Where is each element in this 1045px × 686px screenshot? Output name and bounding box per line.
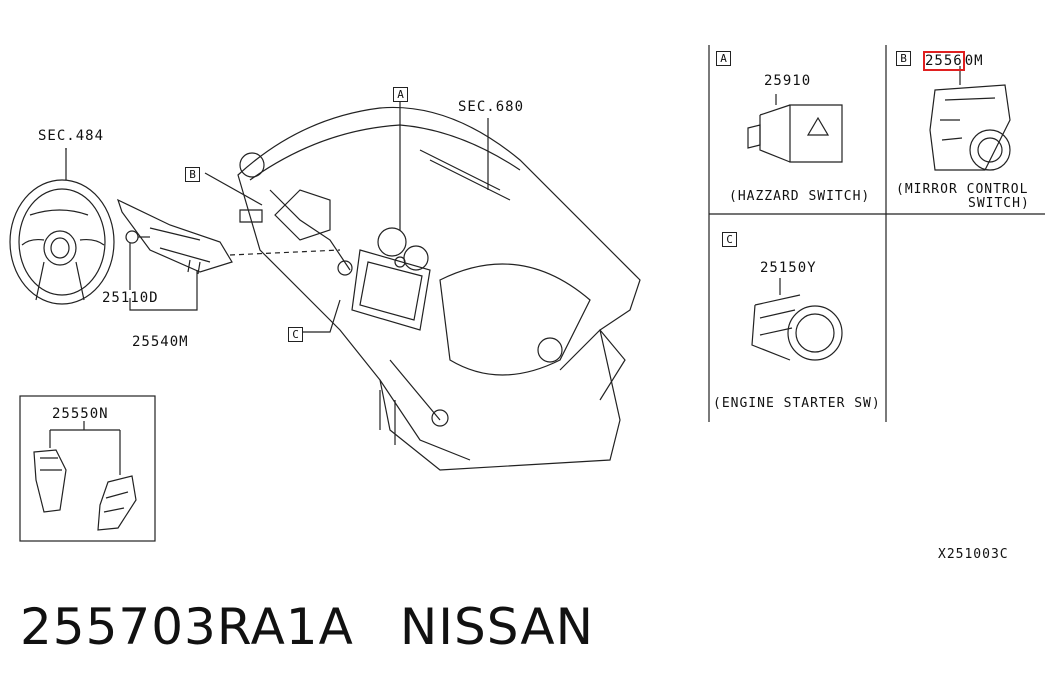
dashboard-drawing [237,106,641,471]
marker-b: B [185,167,200,182]
panel-a-caption: (HAZZARD SWITCH) [729,189,871,204]
marker-a: A [393,87,408,102]
combination-switch-drawing [116,198,341,275]
marker-c: C [288,327,303,342]
panel-c-tag: C [722,232,737,247]
sec-484-label: SEC.484 [38,128,105,144]
footer-brand: NISSAN [399,598,594,656]
sec-680-label: SEC.680 [458,99,525,115]
part-25540m-label: 25540M [132,334,189,350]
footer-part-number: 255703RA1A [20,598,354,656]
highlighted-part-number[interactable]: 2556 [923,51,965,71]
footer-title: 255703RA1A NISSAN [20,598,640,656]
mirror-control-switch-drawing [929,66,1011,171]
panel-a-part-number: 25910 [764,73,812,89]
diagram-code: X251003C [938,547,1009,562]
engine-starter-drawing [751,278,843,361]
part-suffix: 0M [964,53,984,69]
panel-a-tag: A [716,51,731,66]
panel-c-caption: (ENGINE STARTER SW) [713,396,881,411]
steering-wheel-drawing [9,148,115,305]
panel-c-part-number: 25150Y [760,260,817,276]
panel-b-tag: B [896,51,911,66]
panel-b-caption-line2: SWITCH) [968,196,1030,211]
hazard-switch-drawing [747,94,843,163]
part-25550n-label: 25550N [52,406,109,422]
panel-b-caption-line1: (MIRROR CONTROL [896,182,1029,197]
part-25110d-label: 25110D [102,290,159,306]
